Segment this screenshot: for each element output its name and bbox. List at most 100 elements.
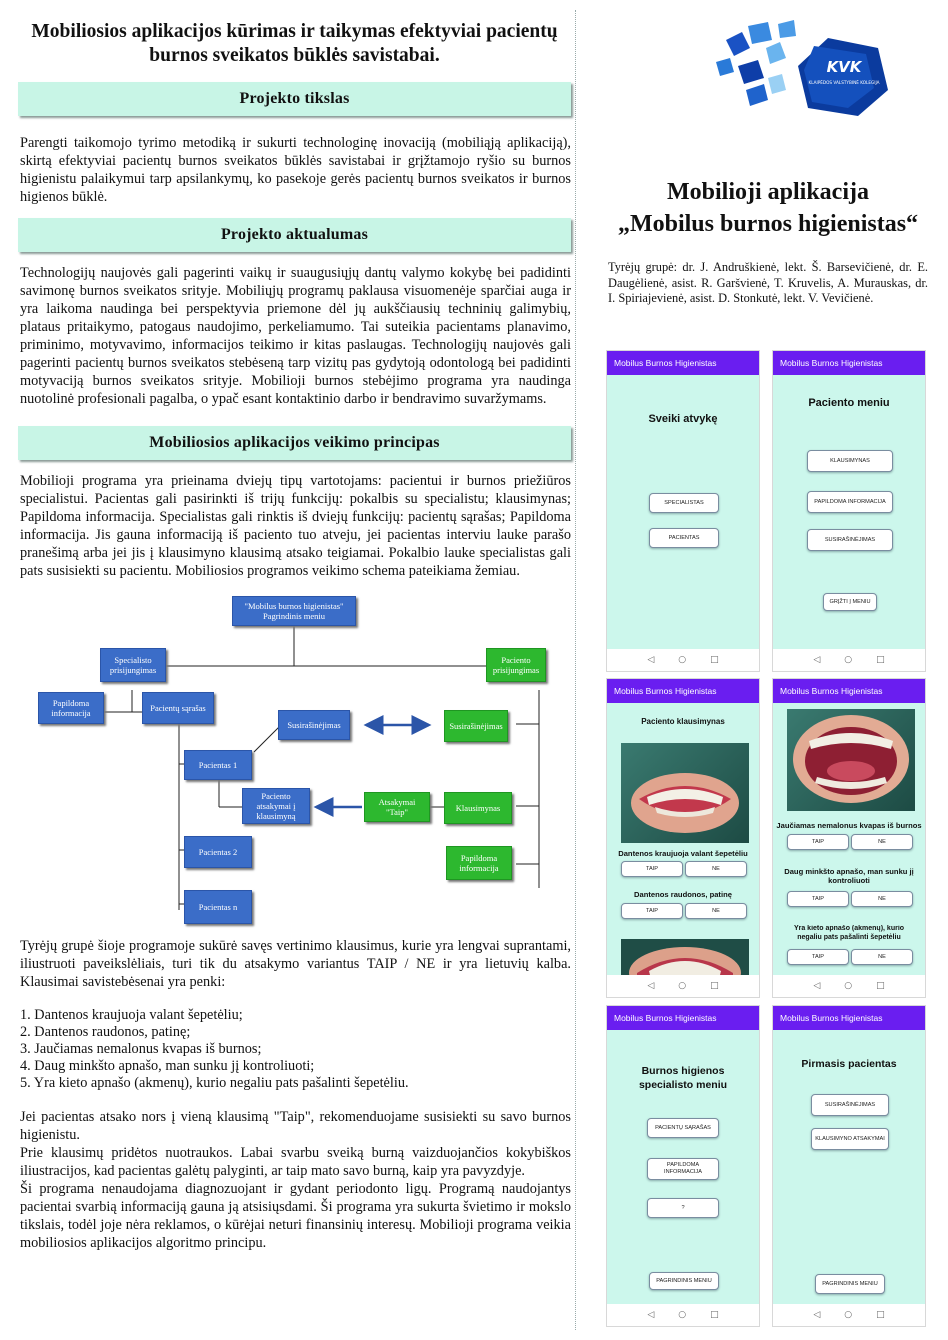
android-nav-bar: ◁ ○ □ [607,975,759,997]
main-menu-button[interactable]: PAGRINDINIS MENIU [649,1272,719,1290]
nav-back-icon[interactable]: ◁ [647,981,655,991]
node-patient-list: Pacientų sąrašas [142,692,214,724]
question-5-text: Yra kieto apnašo (akmenų), kurio negaliu… [793,925,905,941]
question-4-text: Daug minkšto apnašo, man sunku jį kontro… [784,867,914,885]
node-chat-left: Susirašinėjimas [278,710,350,740]
welcome-title: Sveiki atvykę [648,413,718,425]
question-item: 5. Yra kieto apnašo (akmenų), kurio nega… [20,1075,409,1091]
nav-back-icon[interactable]: ◁ [813,1310,821,1320]
extra-info-button[interactable]: PAPILDOMA INFORMACIJA [647,1158,719,1180]
question-2-text: Dantenos raudonos, patinę [634,890,732,899]
nav-back-icon[interactable]: ◁ [813,981,821,991]
app-bar-title: Mobilus Burnos Higienistas [607,351,759,375]
questionnaire-button[interactable]: KLAUSIMYNAS [807,450,893,472]
nav-back-icon[interactable]: ◁ [813,655,821,665]
app-bar-title: Mobilus Burnos Higienistas [773,1006,925,1030]
first-patient-title: Pirmasis pacientas [801,1058,897,1070]
app-bar-title: Mobilus Burnos Higienistas [773,351,925,375]
question-item: 3. Jaučiamas nemalonus kvapas iš burnos; [20,1041,262,1057]
section-heading-goal: Projekto tikslas [18,82,571,116]
q4-yes-button[interactable]: TAIP [787,891,849,907]
goal-text: Parengti taikomojo tyrimo metodiką ir su… [20,135,571,205]
android-nav-bar: ◁ ○ □ [773,975,925,997]
chat-button[interactable]: SUSIRAŠINĖJIMAS [811,1094,889,1116]
teeth-photo [621,743,749,843]
patient-list-button[interactable]: PACIENTŲ SĄRAŠAS [647,1118,719,1138]
patient-button[interactable]: PACIENTAS [649,528,719,548]
nav-home-icon[interactable]: ○ [844,1310,853,1320]
extra-info-button[interactable]: PAPILDOMA INFORMACIJA [807,491,893,513]
node-patient-1: Pacientas 1 [184,750,252,780]
questions-intro: Tyrėjų grupė šioje programoje sukūrė sav… [20,938,571,990]
left-column: Mobiliosios aplikacijos kūrimas ir taiky… [14,10,576,1330]
android-nav-bar: ◁ ○ □ [607,649,759,671]
q3-no-button[interactable]: NE [851,834,913,850]
kvk-logo-graphic [716,20,888,116]
phone-patient-menu-screen: Mobilus Burnos Higienistas Paciento meni… [772,350,926,672]
q5-yes-button[interactable]: TAIP [787,949,849,965]
patient-menu-title: Paciento meniu [808,397,890,409]
phone-specialist-menu-screen: Mobilus Burnos Higienistas Burnos higien… [606,1005,760,1327]
app-title-line-1: Mobilioji aplikacija [666,179,869,205]
android-nav-bar: ◁ ○ □ [607,1304,759,1326]
main-menu-button[interactable]: PAGRINDINIS MENIU [815,1274,885,1294]
open-mouth-illustration [793,715,909,803]
nav-recent-icon[interactable]: □ [876,1310,885,1320]
teeth-photo-2 [621,939,749,979]
app-bar-title: Mobilus Burnos Higienistas [607,679,759,703]
smile-photo-illustration [631,773,739,833]
q2-no-button[interactable]: NE [685,903,747,919]
q1-no-button[interactable]: NE [685,861,747,877]
q5-no-button[interactable]: NE [851,949,913,965]
phone-questionnaire-screen: Mobilus Burnos Higienistas Paciento klau… [606,678,760,998]
nav-back-icon[interactable]: ◁ [647,655,655,665]
question-1-text: Dantenos kraujuoja valant šepetėliu [618,849,748,858]
nav-recent-icon[interactable]: □ [710,1310,719,1320]
nav-home-icon[interactable]: ○ [844,981,853,991]
nav-recent-icon[interactable]: □ [710,655,719,665]
phone-questionnaire-continued-screen: Mobilus Burnos Higienistas Jaučiamas nem… [772,678,926,998]
node-patient-2: Pacientas 2 [184,836,252,868]
open-mouth-photo [787,709,915,811]
question-3-text: Jaučiamas nemalonus kvapas iš burnos [776,821,922,830]
app-title: Mobilioji aplikacija „Mobilus burnos hig… [596,176,940,240]
kvk-logo-text: KVK [826,58,862,76]
app-title-line-2: „Mobilus burnos higienistas“ [617,211,919,237]
app-bar-title: Mobilus Burnos Higienistas [607,1006,759,1030]
q3-yes-button[interactable]: TAIP [787,834,849,850]
node-extra-info-left: Papildoma informacija [38,692,104,724]
nav-home-icon[interactable]: ○ [678,981,687,991]
back-to-menu-button[interactable]: GRĮŽTI Į MENIU [823,593,877,611]
poster-title: Mobiliosios aplikacijos kūrimas ir taiky… [31,21,558,66]
section-heading-relevance: Projekto aktualumas [18,218,571,252]
questionnaire-answers-button[interactable]: KLAUSIMYNO ATSAKYMAI [811,1128,889,1150]
kvk-logo: KVK KLAIPĖDOS VALSTYBINĖ KOLEGIJA [708,18,908,130]
q4-no-button[interactable]: NE [851,891,913,907]
nav-back-icon[interactable]: ◁ [647,1310,655,1320]
principle-text: Mobilioji programa yra prieinama dviejų … [20,473,571,579]
q2-yes-button[interactable]: TAIP [621,903,683,919]
nav-home-icon[interactable]: ○ [844,655,853,665]
q1-yes-button[interactable]: TAIP [621,861,683,877]
specialist-button[interactable]: SPECIALISTAS [649,493,719,513]
unknown-button[interactable]: ? [647,1198,719,1218]
smile-photo-illustration-2 [629,947,741,979]
questions-paragraph-1: Jei pacientas atsako nors į vieną klausi… [20,1109,571,1143]
nav-home-icon[interactable]: ○ [678,1310,687,1320]
authors-text: Tyrėjų grupė: dr. J. Andruškienė, lekt. … [608,260,928,305]
nav-recent-icon[interactable]: □ [710,981,719,991]
node-questionnaire: Klausimynas [444,792,512,824]
question-item: 2. Dantenos raudonos, patinę; [20,1024,191,1040]
nav-home-icon[interactable]: ○ [678,655,687,665]
chat-button[interactable]: SUSIRAŠINĖJIMAS [807,529,893,551]
diagram-connectors [96,626,540,910]
node-patient-n: Pacientas n [184,890,252,924]
specialist-menu-title: Burnos higienos specialisto meniu [638,1065,728,1091]
questionnaire-title: Paciento klausimynas [641,717,725,726]
android-nav-bar: ◁ ○ □ [773,649,925,671]
phone-welcome-screen: Mobilus Burnos Higienistas Sveiki atvykę… [606,350,760,672]
node-answers-yes: Atsakymai "Taip" [364,792,430,822]
nav-recent-icon[interactable]: □ [876,655,885,665]
nav-recent-icon[interactable]: □ [876,981,885,991]
app-flow-diagram: "Mobilus burnos higienistas" Pagrindinis… [14,592,576,937]
